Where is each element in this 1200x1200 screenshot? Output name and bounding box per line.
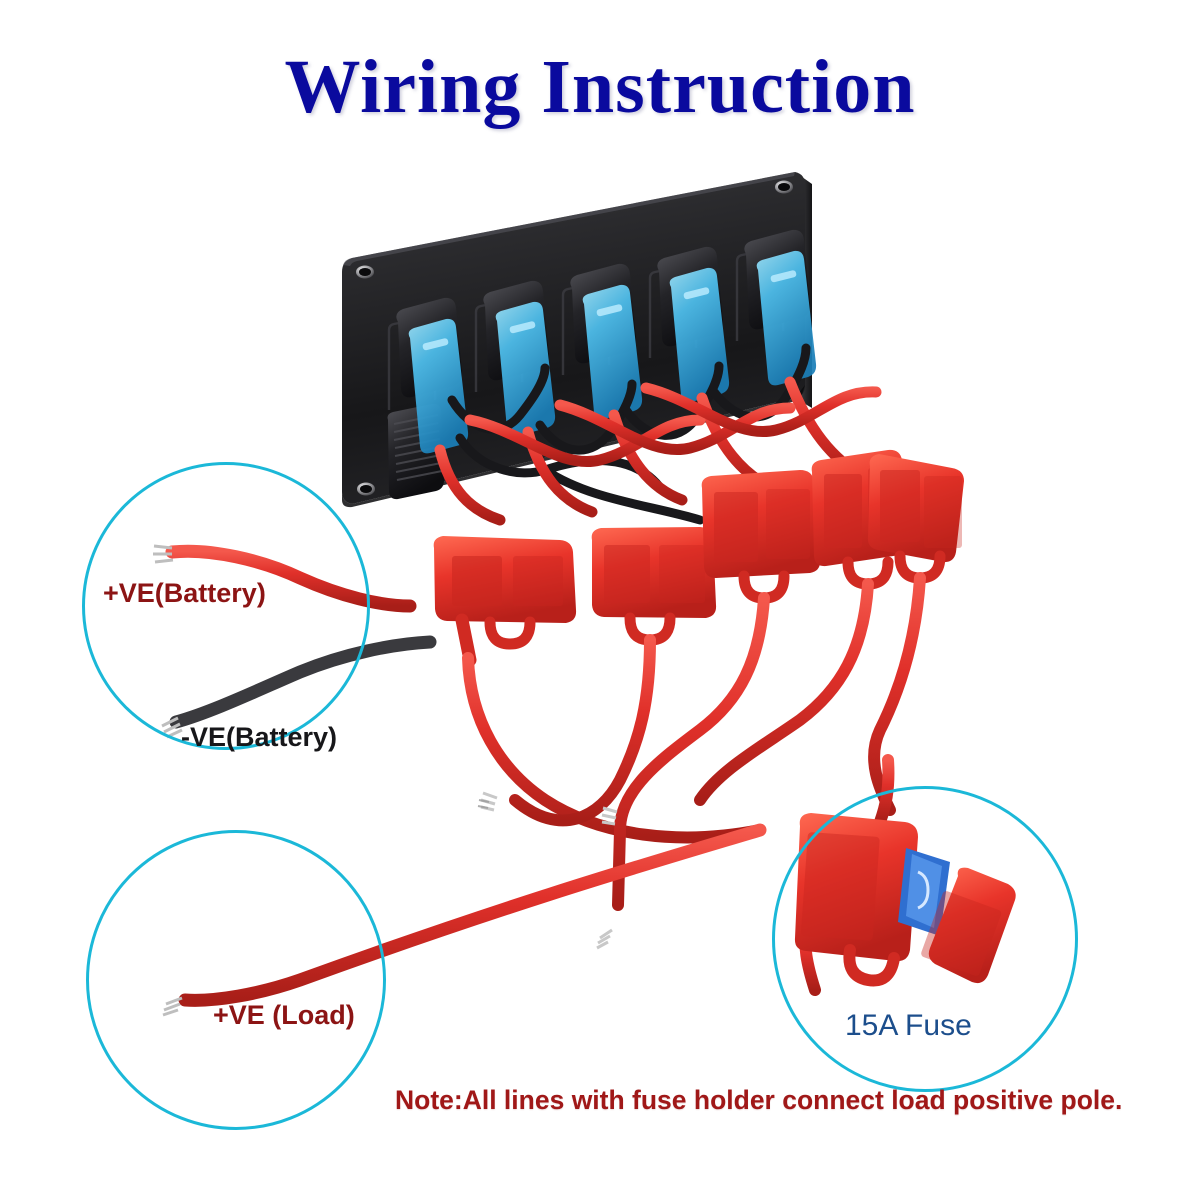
switch-panel: [342, 172, 812, 508]
callout-label-positive-battery: +VE(Battery): [103, 578, 266, 608]
page-title: Wiring Instruction: [284, 45, 916, 129]
callout-label-negative-battery: -VE(Battery): [181, 722, 338, 752]
note-text: Note:All lines with fuse holder connect …: [395, 1085, 1123, 1115]
negative-wire-harness: [447, 343, 811, 525]
breaker-module: [387, 403, 444, 500]
callout-label-positive-load: +VE (Load): [213, 1000, 355, 1030]
stripped-wire-end: [477, 791, 618, 950]
callout-circle-positive-load: [86, 830, 386, 1130]
callout-circle-fuse: [772, 786, 1078, 1092]
inline-fuse-holder: [433, 449, 964, 667]
rocker-switch-assembly: [396, 229, 817, 454]
callout-circle-positive-battery: [82, 462, 370, 750]
mount-hole: [356, 180, 793, 496]
positive-wire-harness: [434, 376, 882, 526]
callout-label-fuse: 15A Fuse: [845, 1009, 972, 1042]
